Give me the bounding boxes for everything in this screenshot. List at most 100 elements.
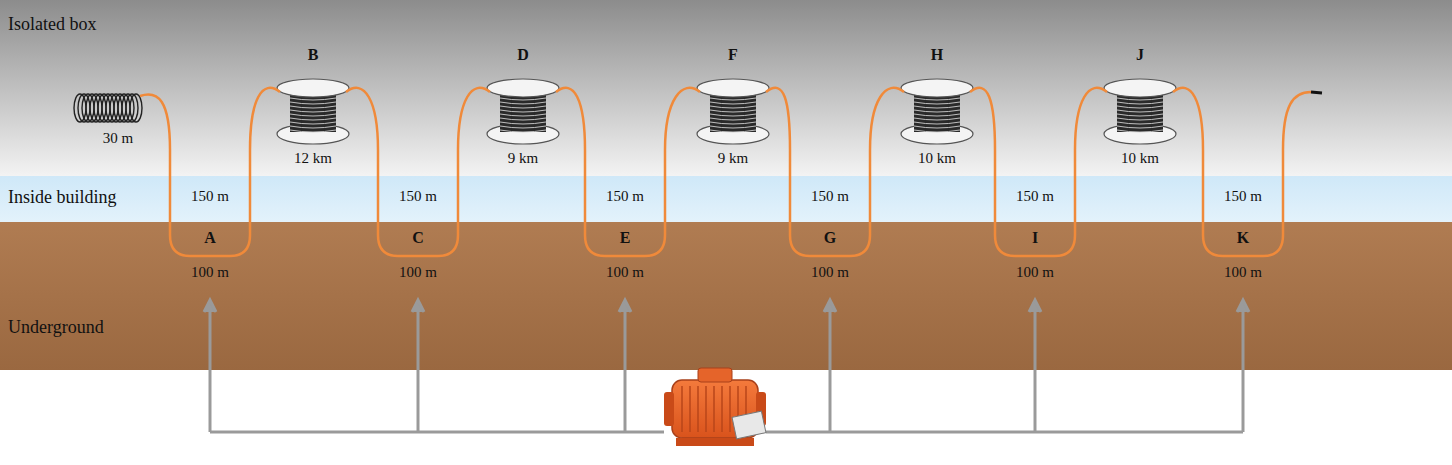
winding (290, 106, 336, 108)
fiber-coil (74, 94, 142, 122)
spool-core (914, 92, 960, 132)
spool-flange (277, 79, 349, 97)
callout-letter: A (204, 229, 216, 247)
spool-flange (901, 79, 973, 97)
winding (914, 122, 960, 124)
arrow-head (1237, 300, 1249, 312)
spool-core (1117, 92, 1163, 132)
winding (290, 102, 336, 104)
winding (500, 126, 546, 128)
winding (710, 130, 756, 132)
zone-label: Inside building (8, 187, 117, 208)
fiber-end (1311, 92, 1322, 93)
winding (500, 102, 546, 104)
zone-label: Underground (8, 317, 104, 338)
connection-line (624, 304, 627, 432)
callout-letter: D (517, 46, 529, 64)
arrow-head (1029, 300, 1041, 312)
motor (664, 368, 766, 446)
dimension: 100 m (1224, 264, 1262, 281)
dimension: 9 km (508, 150, 538, 167)
winding (500, 122, 546, 124)
winding (500, 106, 546, 108)
winding (710, 122, 756, 124)
winding (500, 98, 546, 100)
winding (290, 122, 336, 124)
winding (290, 110, 336, 112)
winding (500, 110, 546, 112)
dimension: 150 m (606, 188, 644, 205)
isolated-box-zone (0, 0, 1452, 176)
dimension: 100 m (811, 264, 849, 281)
underground-zone (0, 222, 1452, 370)
fin (713, 386, 715, 432)
connection-line (209, 304, 212, 432)
winding (290, 98, 336, 100)
spool-flange (1104, 79, 1176, 97)
winding (290, 114, 336, 116)
winding (914, 98, 960, 100)
winding (500, 114, 546, 116)
fin (705, 386, 707, 432)
callout-letter: G (824, 229, 836, 247)
building-zone (0, 176, 1452, 222)
winding (710, 110, 756, 112)
motor-plate (732, 411, 766, 439)
motor-box (698, 368, 732, 382)
zone-label: Isolated box (8, 14, 96, 35)
fin (729, 386, 731, 432)
spool-flange (487, 79, 559, 97)
spool-core (500, 92, 546, 132)
winding (710, 102, 756, 104)
callout-letter: F (728, 46, 738, 64)
connection-line (1242, 304, 1245, 432)
winding (914, 114, 960, 116)
winding (1117, 130, 1163, 132)
callout-letter: I (1032, 229, 1038, 247)
winding (710, 114, 756, 116)
winding (290, 118, 336, 120)
callout-letter: H (931, 46, 943, 64)
dimension: 10 km (1121, 150, 1159, 167)
callout-letter: C (412, 229, 424, 247)
dimension: 9 km (718, 150, 748, 167)
winding (1117, 126, 1163, 128)
winding (500, 130, 546, 132)
dimension: 150 m (191, 188, 229, 205)
dimension: 100 m (1016, 264, 1054, 281)
spools (277, 79, 1176, 144)
winding (1117, 106, 1163, 108)
winding (710, 118, 756, 120)
fin (681, 386, 683, 432)
dimension: 30 m (103, 130, 133, 147)
dimension: 100 m (399, 264, 437, 281)
winding (710, 106, 756, 108)
fin (721, 386, 723, 432)
winding (1117, 102, 1163, 104)
spool-core (290, 92, 336, 132)
arrow-head (412, 300, 424, 312)
arrow-head (204, 300, 216, 312)
dimension: 150 m (1224, 188, 1262, 205)
winding (1117, 98, 1163, 100)
spool-core (710, 92, 756, 132)
fin (689, 386, 691, 432)
callout-letter: J (1136, 46, 1144, 64)
winding (290, 130, 336, 132)
arrow-head (619, 300, 631, 312)
winding (914, 106, 960, 108)
connection-line (1034, 304, 1037, 432)
motor-cap (664, 392, 674, 426)
winding (914, 110, 960, 112)
motor-base (676, 438, 754, 446)
winding (500, 118, 546, 120)
optical-fiber (140, 88, 1311, 256)
winding (914, 118, 960, 120)
dimension: 150 m (1016, 188, 1054, 205)
dimension: 150 m (811, 188, 849, 205)
dimension: 150 m (399, 188, 437, 205)
callout-letter: B (308, 46, 319, 64)
dimension: 100 m (191, 264, 229, 281)
